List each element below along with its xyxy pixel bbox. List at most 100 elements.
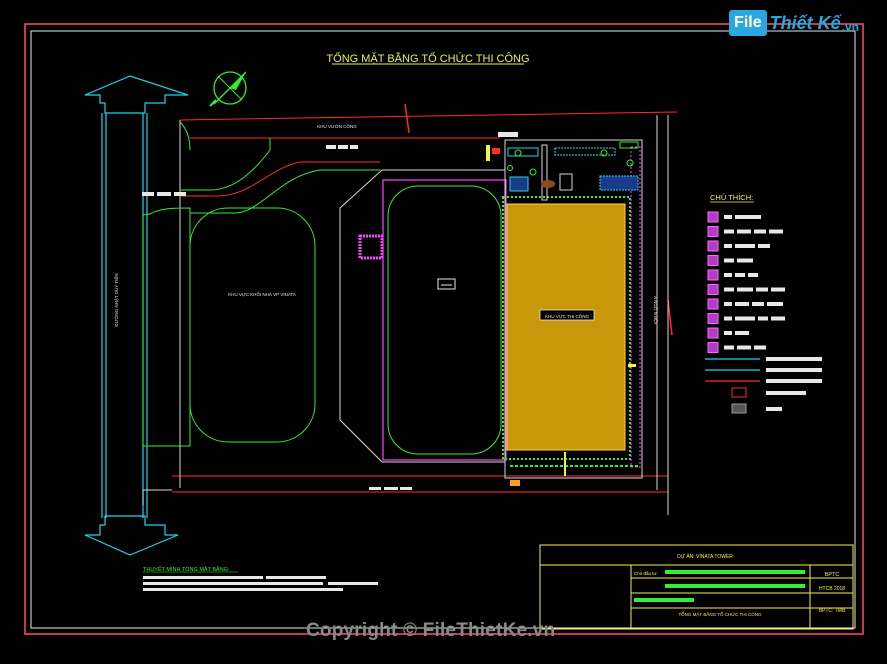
legend-symbol-icon <box>707 327 719 339</box>
legend-text-bar <box>724 287 734 292</box>
legend-symbol-icon <box>707 269 719 281</box>
drawing-name: TỔNG MẶT BẰNG TỔ CHỨC THI CÔNG <box>678 610 762 617</box>
legend-text-bar <box>766 368 792 372</box>
legend-text-bar <box>806 357 822 361</box>
legend-text-bar <box>724 316 732 321</box>
legend-text-bar <box>771 287 785 292</box>
legend-symbol-icon <box>731 387 747 398</box>
legend-item <box>707 284 785 295</box>
zone-left-label: KHU VỰC KHỐI NHÀ VP VINATA <box>228 291 296 297</box>
legend-text-bar <box>790 357 810 361</box>
legend-symbol-icon <box>731 403 747 414</box>
outer-frame <box>24 23 864 635</box>
road-left-label: ĐƯỜNG NHẬT DUY TIẾN <box>113 273 119 326</box>
legend-text-bar <box>724 273 732 277</box>
legend-text-bar <box>790 368 810 372</box>
date-cell: HTCB 2018 <box>819 586 845 592</box>
legend-item <box>707 211 761 223</box>
legend-text-bar <box>767 302 783 306</box>
legend-text-bar <box>758 316 768 321</box>
legend-list <box>705 211 822 414</box>
notes-title: THUYẾT MINH TỔNG MẶT BẰNG: <box>143 565 230 573</box>
brand-logo[interactable]: File Thiết Kế .vn <box>729 10 859 36</box>
legend-text-bar <box>735 244 755 248</box>
legend-text-bar <box>758 244 770 248</box>
legend-item <box>707 240 770 252</box>
legend-text-bar <box>754 345 766 350</box>
legend-text-bar <box>771 316 785 321</box>
legend-symbol-icon <box>707 226 719 237</box>
basement-outline <box>387 185 502 455</box>
legend-text-bar <box>735 316 755 321</box>
legend-text-bar <box>752 302 764 306</box>
legend-symbol-icon <box>707 255 719 266</box>
legend-symbol-icon <box>707 313 719 324</box>
legend-item <box>707 342 766 353</box>
gate-structure <box>358 234 384 260</box>
legend-text-bar <box>735 215 761 219</box>
building-footprint <box>382 179 507 461</box>
yard-boundary <box>504 139 643 479</box>
legend-text-bar <box>806 379 822 383</box>
site-facilities <box>486 132 639 486</box>
legend-text-bar <box>766 391 806 395</box>
legend-text-bar <box>735 331 749 335</box>
road-top-label: KHU VƯỜN CÔNG <box>317 123 357 129</box>
legend-text-bar <box>790 379 810 383</box>
legend-text-bar <box>724 331 732 335</box>
logo-word: Thiết Kế <box>769 12 841 33</box>
legend-text-bar <box>737 229 751 234</box>
legend-text-bar <box>735 302 749 306</box>
legend-text-bar <box>724 244 732 248</box>
legend-item <box>707 255 753 266</box>
legend-text-bar <box>724 302 732 306</box>
logo-box: File <box>729 10 767 36</box>
legend-text-bar <box>748 273 758 277</box>
legend-symbol-icon <box>707 240 719 252</box>
legend-text-bar <box>766 357 792 361</box>
site-fence <box>502 146 641 468</box>
legend-text-bar <box>724 229 734 234</box>
legend-symbol-icon <box>707 298 719 310</box>
logo-suffix: .vn <box>841 20 859 34</box>
legend-text-bar <box>737 287 753 292</box>
legend-item <box>707 269 758 281</box>
zone-main-label: KHU VỰC THI CÔNG <box>545 313 590 319</box>
legend-text-bar <box>806 368 822 372</box>
inner-frame <box>30 30 856 629</box>
access-road <box>142 121 380 447</box>
legend-text-bar <box>754 229 766 234</box>
client-label: Chủ đầu tư: <box>634 570 658 576</box>
title-block-bars <box>634 570 805 602</box>
legend-item <box>707 298 783 310</box>
zone-main-box <box>539 309 595 321</box>
legend-text-bar <box>724 345 734 350</box>
site-boundary <box>172 103 678 493</box>
label-blocks <box>142 145 412 490</box>
legend-text-bar <box>735 273 745 277</box>
legend-symbol-icon <box>707 342 719 353</box>
sheet-cell: BPTC: TMB <box>819 608 846 614</box>
construction-area <box>506 203 626 451</box>
left-road-arrow <box>84 75 189 556</box>
project-name: DỰ ÁN: VINATA TOWER <box>677 553 733 560</box>
central-building-outline <box>339 169 506 463</box>
legend-symbol-icon <box>707 284 719 295</box>
legend-text-bar <box>737 258 753 263</box>
legend-text-bar <box>724 258 734 263</box>
copyright-watermark: Copyright © FileThietKe.vn <box>306 620 556 641</box>
notes-text-bars <box>143 576 378 591</box>
legend-text-bar <box>724 215 732 219</box>
zone-left-outline <box>189 207 316 443</box>
legend-item <box>707 226 783 237</box>
road-right-label: A NGÕ N BỘI <box>653 296 659 324</box>
legend-text-bar <box>766 407 782 411</box>
legend-item <box>707 313 785 324</box>
site-edges <box>142 115 669 515</box>
drawing-title: TỔNG MẶT BẰNG TỔ CHỨC THI CÔNG <box>326 52 529 65</box>
legend-title: CHÚ THÍCH: <box>710 193 753 202</box>
title-block <box>539 544 854 630</box>
legend-text-bar <box>769 229 783 234</box>
legend-item <box>707 327 749 339</box>
